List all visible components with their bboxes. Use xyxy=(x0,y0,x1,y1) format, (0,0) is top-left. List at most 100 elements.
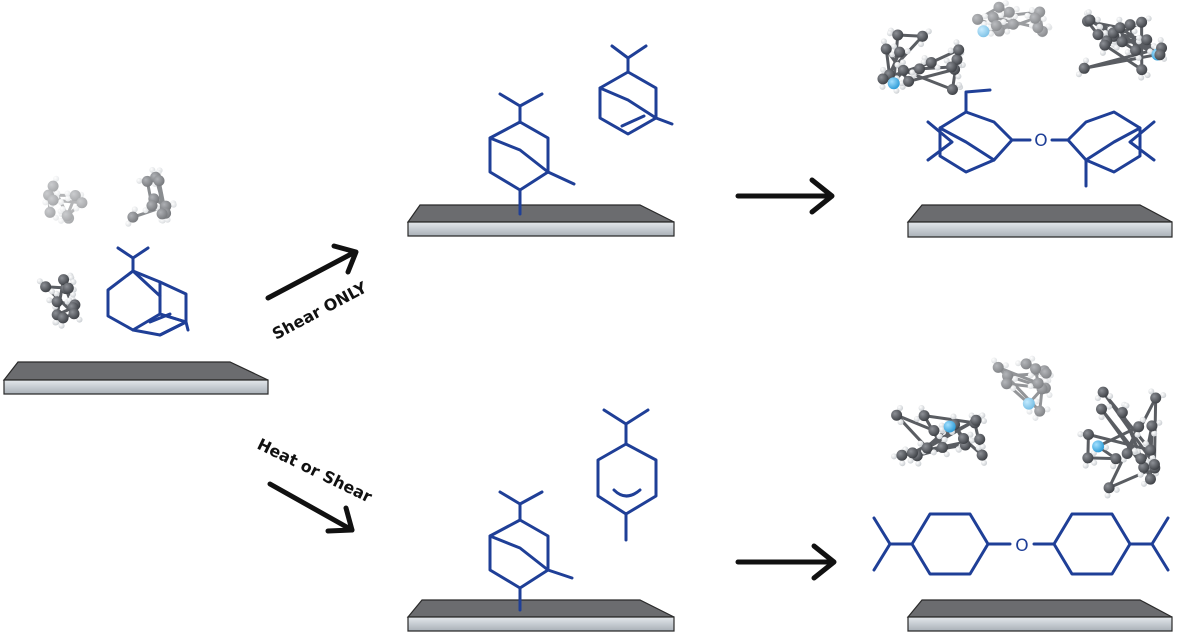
carbon-atom xyxy=(44,206,56,218)
carbon-atom xyxy=(51,296,63,308)
arrow-heat-or-shear xyxy=(267,481,355,534)
carbon-atom xyxy=(906,447,918,459)
hydrogen-atom xyxy=(76,316,83,323)
bound-pinene-structure xyxy=(488,92,576,216)
hydrogen-atom xyxy=(988,30,995,37)
label-heat-or-shear: Heat or Shear xyxy=(254,435,375,507)
carbon-atom xyxy=(1148,458,1160,470)
hydrogen-atom xyxy=(58,217,65,224)
carbon-atom xyxy=(891,409,903,421)
hydrogen-atom xyxy=(918,405,925,412)
carbon-atom xyxy=(892,29,904,41)
oxygen-atom xyxy=(943,420,956,433)
substrate-bottom-right xyxy=(906,599,1173,632)
carbon-atom xyxy=(1138,461,1150,473)
hydrogen-atom xyxy=(907,457,914,464)
carbon-atom xyxy=(1032,377,1044,389)
hydrogen-atom xyxy=(53,290,60,297)
hydrogen-atom xyxy=(1145,15,1152,22)
hydrogen-atom xyxy=(1044,406,1051,413)
hydrogen-atom xyxy=(1113,44,1120,51)
hydrogen-atom xyxy=(1083,57,1090,64)
hydrogen-atom xyxy=(953,39,960,46)
carbon-atom xyxy=(897,64,909,76)
hydrogen-atom xyxy=(1099,49,1106,56)
carbon-atom xyxy=(62,282,74,294)
hydrogen-atom xyxy=(1107,393,1114,400)
hydrogen-atom xyxy=(1137,471,1144,478)
carbon-atom xyxy=(1084,14,1096,26)
hydrogen-atom xyxy=(886,30,893,37)
hydrogen-atom xyxy=(904,48,911,55)
hydrogen-atom xyxy=(1011,375,1018,382)
carbon-atom xyxy=(1097,386,1109,398)
hydrogen-atom xyxy=(36,278,43,285)
ball-model-ether-5 xyxy=(991,355,1054,421)
substrate-top-right xyxy=(906,204,1173,238)
hydrogen-atom xyxy=(1135,54,1142,61)
carbon-atom xyxy=(1020,358,1032,370)
bond-stick xyxy=(1088,433,1151,452)
hydrogen-atom xyxy=(1094,395,1101,402)
hydrogen-atom xyxy=(1135,34,1142,41)
ball-model-ether-2 xyxy=(972,0,1053,38)
oxygen-atom xyxy=(887,77,900,90)
carbon-atom xyxy=(903,75,915,87)
carbon-atom xyxy=(47,180,59,192)
hydrogen-atom xyxy=(899,59,906,66)
hydrogen-atom xyxy=(909,69,916,76)
carbon-atom xyxy=(914,63,926,75)
carbon-atom xyxy=(1032,22,1044,34)
hydrogen-atom xyxy=(53,175,60,182)
hydrogen-atom xyxy=(1131,447,1138,454)
hydrogen-atom xyxy=(880,38,887,45)
arrow-top-right xyxy=(735,177,835,215)
carbon-atom xyxy=(1146,420,1158,432)
hydrogen-atom xyxy=(879,83,886,90)
carbon-atom xyxy=(127,211,139,223)
hydrogen-atom xyxy=(956,82,963,89)
ball-model-ether-6 xyxy=(1077,386,1167,499)
carbon-atom xyxy=(1110,453,1122,465)
carbon-atom xyxy=(928,425,940,437)
carbon-atom xyxy=(987,11,999,23)
hydrogen-atom xyxy=(1097,23,1104,30)
hydrogen-atom xyxy=(1134,431,1141,438)
carbon-atom xyxy=(1136,16,1148,28)
hydrogen-atom xyxy=(880,66,887,73)
hydrogen-atom xyxy=(1024,12,1031,19)
bond-stick xyxy=(1097,425,1140,448)
hydrogen-atom xyxy=(1148,388,1155,395)
carbon-atom xyxy=(1092,29,1104,41)
hydrogen-atom xyxy=(1124,49,1131,56)
hydrogen-atom xyxy=(1147,48,1154,55)
hydrogen-atom xyxy=(70,278,77,285)
hydrogen-atom xyxy=(981,459,988,466)
carbon-atom xyxy=(877,73,889,85)
carbon-atom xyxy=(1150,392,1162,404)
arrow-shear-only xyxy=(265,243,359,301)
hydrogen-atom xyxy=(893,87,900,94)
carbon-atom xyxy=(1116,36,1128,48)
hydrogen-atom xyxy=(64,195,71,202)
hydrogen-atom xyxy=(913,415,920,422)
hydrogen-atom xyxy=(59,206,66,213)
hydrogen-atom xyxy=(950,413,957,420)
carbon-atom xyxy=(917,30,929,42)
hydrogen-atom xyxy=(943,451,950,458)
hydrogen-atom xyxy=(1151,430,1158,437)
carbon-atom xyxy=(1099,39,1111,51)
hydrogen-atom xyxy=(889,51,896,58)
carbon-atom xyxy=(1034,405,1046,417)
carbon-atom xyxy=(992,361,1004,373)
carbon-atom xyxy=(1154,49,1166,61)
carbon-atom xyxy=(972,13,984,25)
carbon-atom xyxy=(1130,44,1142,56)
hydrogen-atom xyxy=(1106,403,1113,410)
hydrogen-atom xyxy=(899,460,906,467)
hydrogen-atom xyxy=(1141,480,1148,487)
carbon-atom xyxy=(69,190,81,202)
hydrogen-atom xyxy=(1004,28,1011,35)
hydrogen-atom xyxy=(54,190,61,197)
